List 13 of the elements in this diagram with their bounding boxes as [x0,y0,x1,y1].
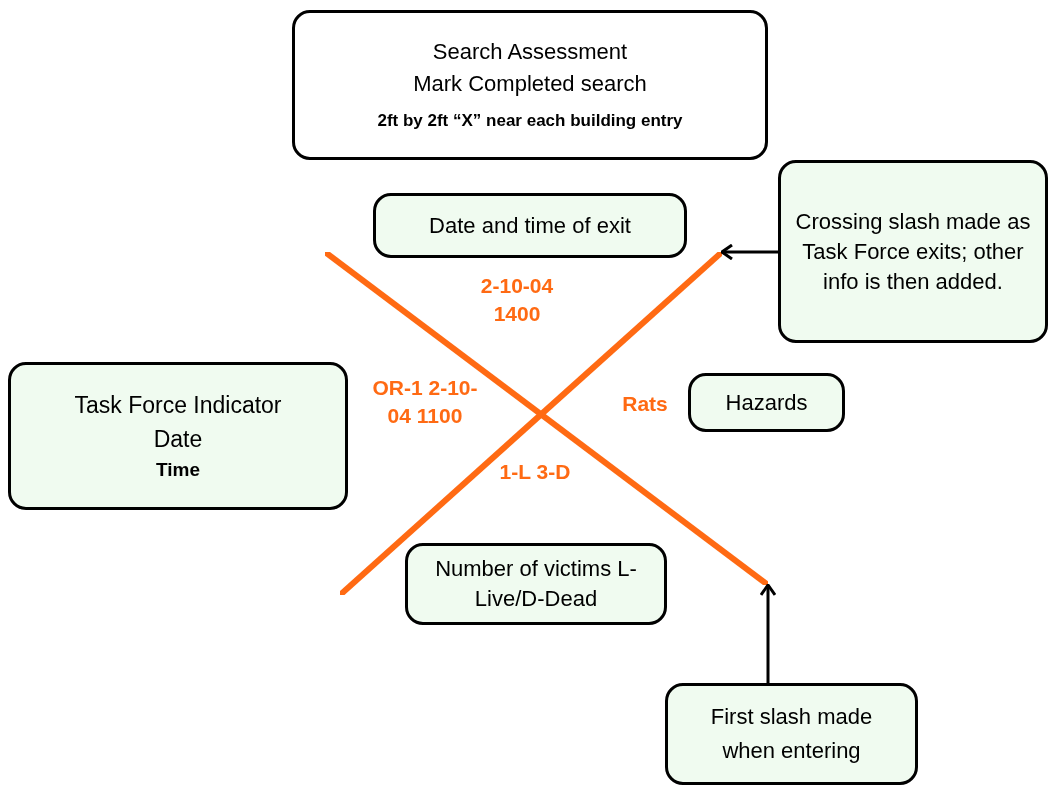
info-box: Crossing slash made as Task Force exits; other info is then added. [778,160,1048,343]
slash-annotation: Rats [621,391,669,417]
info-box: Hazards [688,373,845,432]
info-box: Task Force Indicator Date Time [8,362,348,510]
info-box: Date and time of exit [373,193,687,258]
slash-annotation: OR-1 2-10-04 1100 [371,375,479,429]
arrow [759,583,777,683]
arrow [720,243,778,261]
title-box: Search Assessment Mark Completed search 2ft by 2ft “X” near each building entry [292,10,768,160]
slash-annotation: 2-10-04 1400 [479,273,555,327]
info-box: First slash made when entering [665,683,918,785]
info-box: Number of victims L-Live/D-Dead [405,543,667,625]
slash-annotation: 1-L 3-D [498,459,572,485]
